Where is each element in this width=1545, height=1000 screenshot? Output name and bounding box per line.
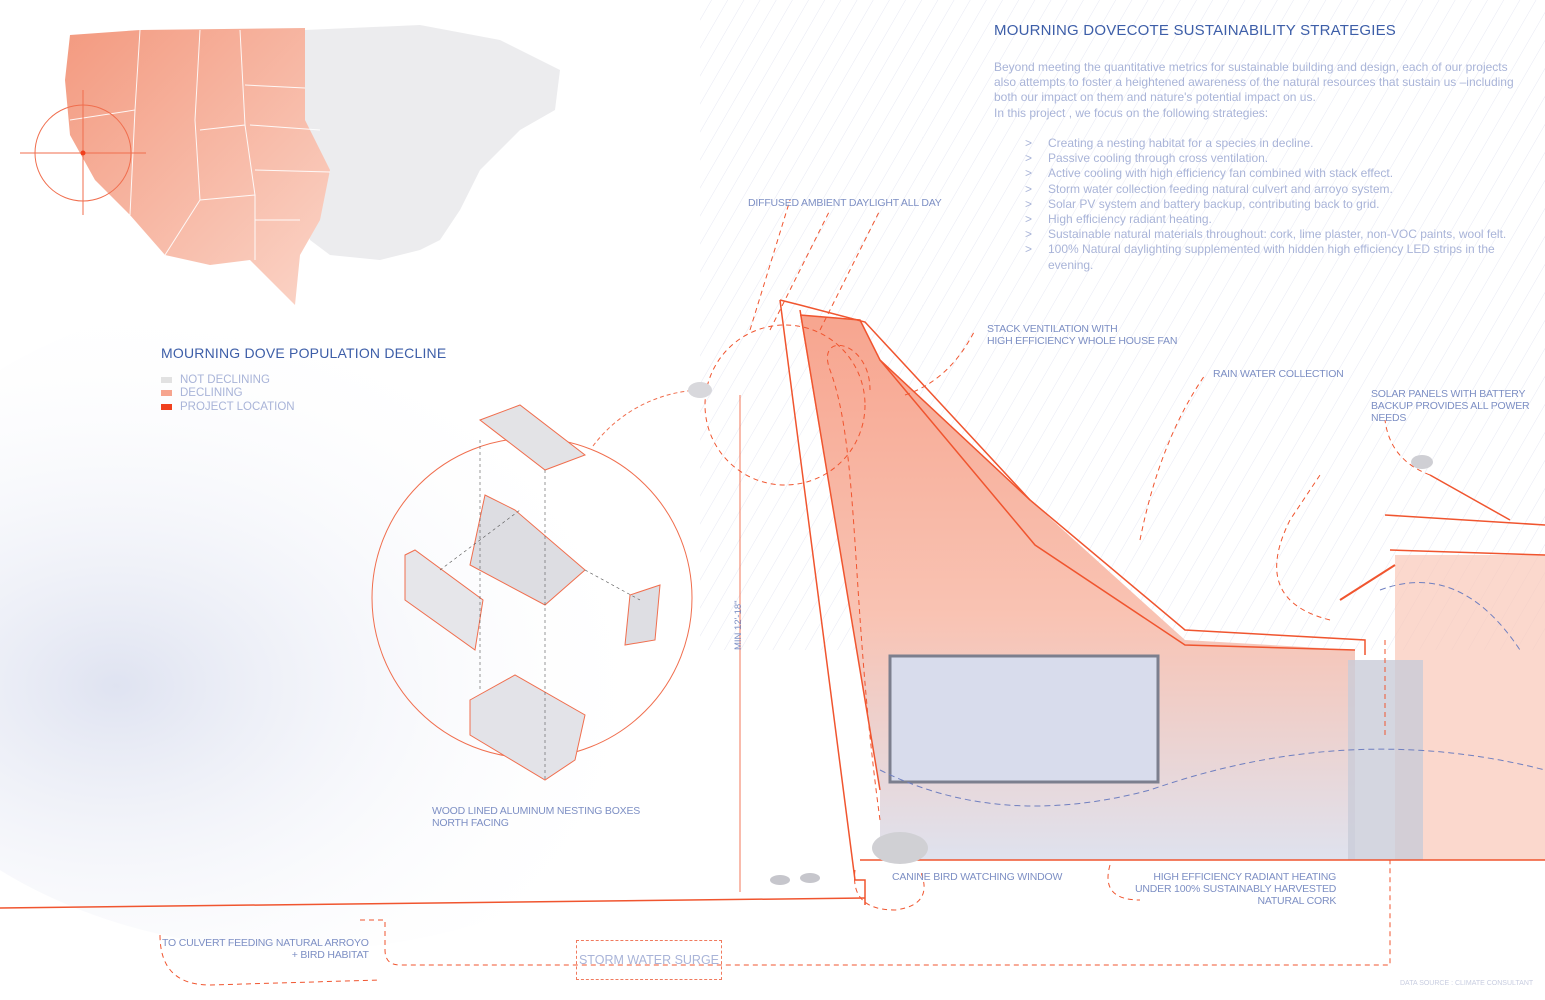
- legend-label: DECLINING: [180, 387, 243, 400]
- label-min-height: MIN 12'-18": [733, 600, 744, 650]
- label-line: NORTH FACING: [432, 817, 509, 829]
- label-line: + BIRD HABITAT: [291, 949, 369, 961]
- storm-water-surge-box: STORM WATER SURGE: [576, 940, 722, 980]
- legend-swatch: [161, 403, 172, 410]
- label-line: STACK VENTILATION WITH: [987, 323, 1118, 335]
- label-line: TO CULVERT FEEDING NATURAL ARROYO: [162, 937, 369, 949]
- legend-item: DECLINING: [161, 387, 295, 401]
- legend-swatch: [161, 376, 172, 383]
- bird: [1411, 455, 1433, 469]
- nesting-box-exploded: [371, 389, 711, 781]
- label-line: HIGH EFFICIENCY RADIANT HEATING: [1153, 871, 1337, 883]
- us-map: [20, 25, 560, 305]
- strategy-item: Active cooling with high efficiency fan …: [1025, 166, 1525, 181]
- strategy-item: 100% Natural daylighting supplemented wi…: [1025, 242, 1525, 272]
- project-location-marker: [80, 150, 86, 156]
- strategies-list: Creating a nesting habitat for a species…: [1025, 136, 1525, 273]
- map-title: MOURNING DOVE POPULATION DECLINE: [161, 345, 447, 361]
- intro-paragraph: Beyond meeting the quantitative metrics …: [994, 60, 1514, 105]
- label-line: NATURAL CORK: [1257, 895, 1337, 907]
- label-line: WOOD LINED ALUMINUM NESTING BOXES: [432, 805, 641, 817]
- strategy-item: Storm water collection feeding natural c…: [1025, 182, 1525, 197]
- label-rain: RAIN WATER COLLECTION: [1213, 368, 1344, 380]
- intro-lead: In this project , we focus on the follow…: [994, 105, 1269, 120]
- dog: [872, 832, 928, 864]
- legend-label: NOT DECLINING: [180, 373, 270, 386]
- bird: [800, 873, 820, 883]
- strategies-title: MOURNING DOVECOTE SUSTAINABILITY STRATEG…: [994, 22, 1396, 39]
- strategy-item: High efficiency radiant heating.: [1025, 212, 1525, 227]
- label-line: HIGH EFFICIENCY WHOLE HOUSE FAN: [987, 335, 1178, 347]
- intro-text: Beyond meeting the quantitative metrics …: [994, 60, 1524, 121]
- strategy-item: Creating a nesting habitat for a species…: [1025, 136, 1525, 151]
- label-daylight: DIFFUSED AMBIENT DAYLIGHT ALL DAY: [748, 197, 942, 209]
- bird: [688, 382, 712, 398]
- label-canine: CANINE BIRD WATCHING WINDOW: [892, 871, 1063, 883]
- legend-swatch: [161, 390, 172, 397]
- label-culvert: TO CULVERT FEEDING NATURAL ARROYO+ BIRD …: [162, 937, 369, 961]
- legend-item: NOT DECLINING: [161, 373, 295, 387]
- bird: [770, 875, 790, 885]
- strategy-item: Solar PV system and battery backup, cont…: [1025, 197, 1525, 212]
- label-line: BACKUP PROVIDES ALL POWER: [1371, 400, 1530, 412]
- label-line: NEEDS: [1371, 412, 1407, 424]
- label-line: SOLAR PANELS WITH BATTERY: [1371, 388, 1526, 400]
- legend-label: PROJECT LOCATION: [180, 400, 295, 413]
- building-section: [0, 199, 1545, 986]
- label-line: UNDER 100% SUSTAINABLY HARVESTED: [1135, 883, 1337, 895]
- map-legend: NOT DECLINING DECLINING PROJECT LOCATION: [161, 373, 295, 414]
- legend-item: PROJECT LOCATION: [161, 400, 295, 414]
- strategy-item: Sustainable natural materials throughout…: [1025, 227, 1525, 242]
- data-source: DATA SOURCE : CLIMATE CONSULTANT: [1400, 980, 1534, 987]
- storm-label: STORM WATER SURGE: [578, 953, 720, 967]
- strategy-item: Passive cooling through cross ventilatio…: [1025, 151, 1525, 166]
